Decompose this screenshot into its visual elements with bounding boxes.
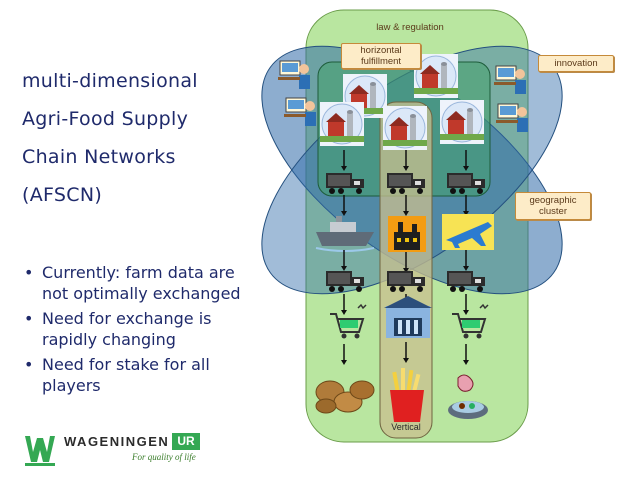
bullet-item: Need for exchange is rapidly changing	[22, 308, 242, 350]
factory-icon	[388, 216, 426, 252]
logo-tagline: For quality of life	[132, 452, 196, 462]
farm-icon	[319, 101, 365, 147]
title-line-4: (AFSCN)	[22, 184, 103, 206]
wageningen-emblem-icon	[22, 432, 58, 468]
title-line-1: multi-dimensional	[22, 70, 198, 92]
bullet-item: Need for stake for all players	[22, 354, 242, 396]
wageningen-logo: WAGENINGEN UR For quality of life	[22, 430, 232, 470]
horizontal-fulfillment-label: horizontal fulfillment	[341, 43, 421, 69]
geographic-cluster-label: geographic cluster	[515, 192, 591, 220]
logo-name: WAGENINGEN	[64, 434, 170, 449]
farm-icon	[382, 105, 428, 151]
potatoes-icon	[315, 380, 375, 414]
supermarket-icon	[384, 296, 432, 338]
airplane-icon	[442, 214, 494, 250]
innovation-label: innovation	[538, 55, 614, 72]
title-line-2: Agri-Food Supply	[22, 108, 189, 130]
logo-ur-badge: UR	[172, 433, 200, 450]
farm-icon	[439, 99, 485, 145]
fries-icon	[390, 368, 424, 422]
meal-plate-icon	[448, 374, 488, 419]
vertical-label: Vertical	[391, 422, 421, 432]
bullet-item: Currently: farm data are not optimally e…	[22, 262, 242, 304]
bullet-list: Currently: farm data are not optimally e…	[22, 262, 242, 400]
law-regulation-label: law & regulation	[376, 22, 444, 33]
title-line-3: Chain Networks	[22, 146, 176, 168]
ship-icon	[315, 216, 375, 252]
